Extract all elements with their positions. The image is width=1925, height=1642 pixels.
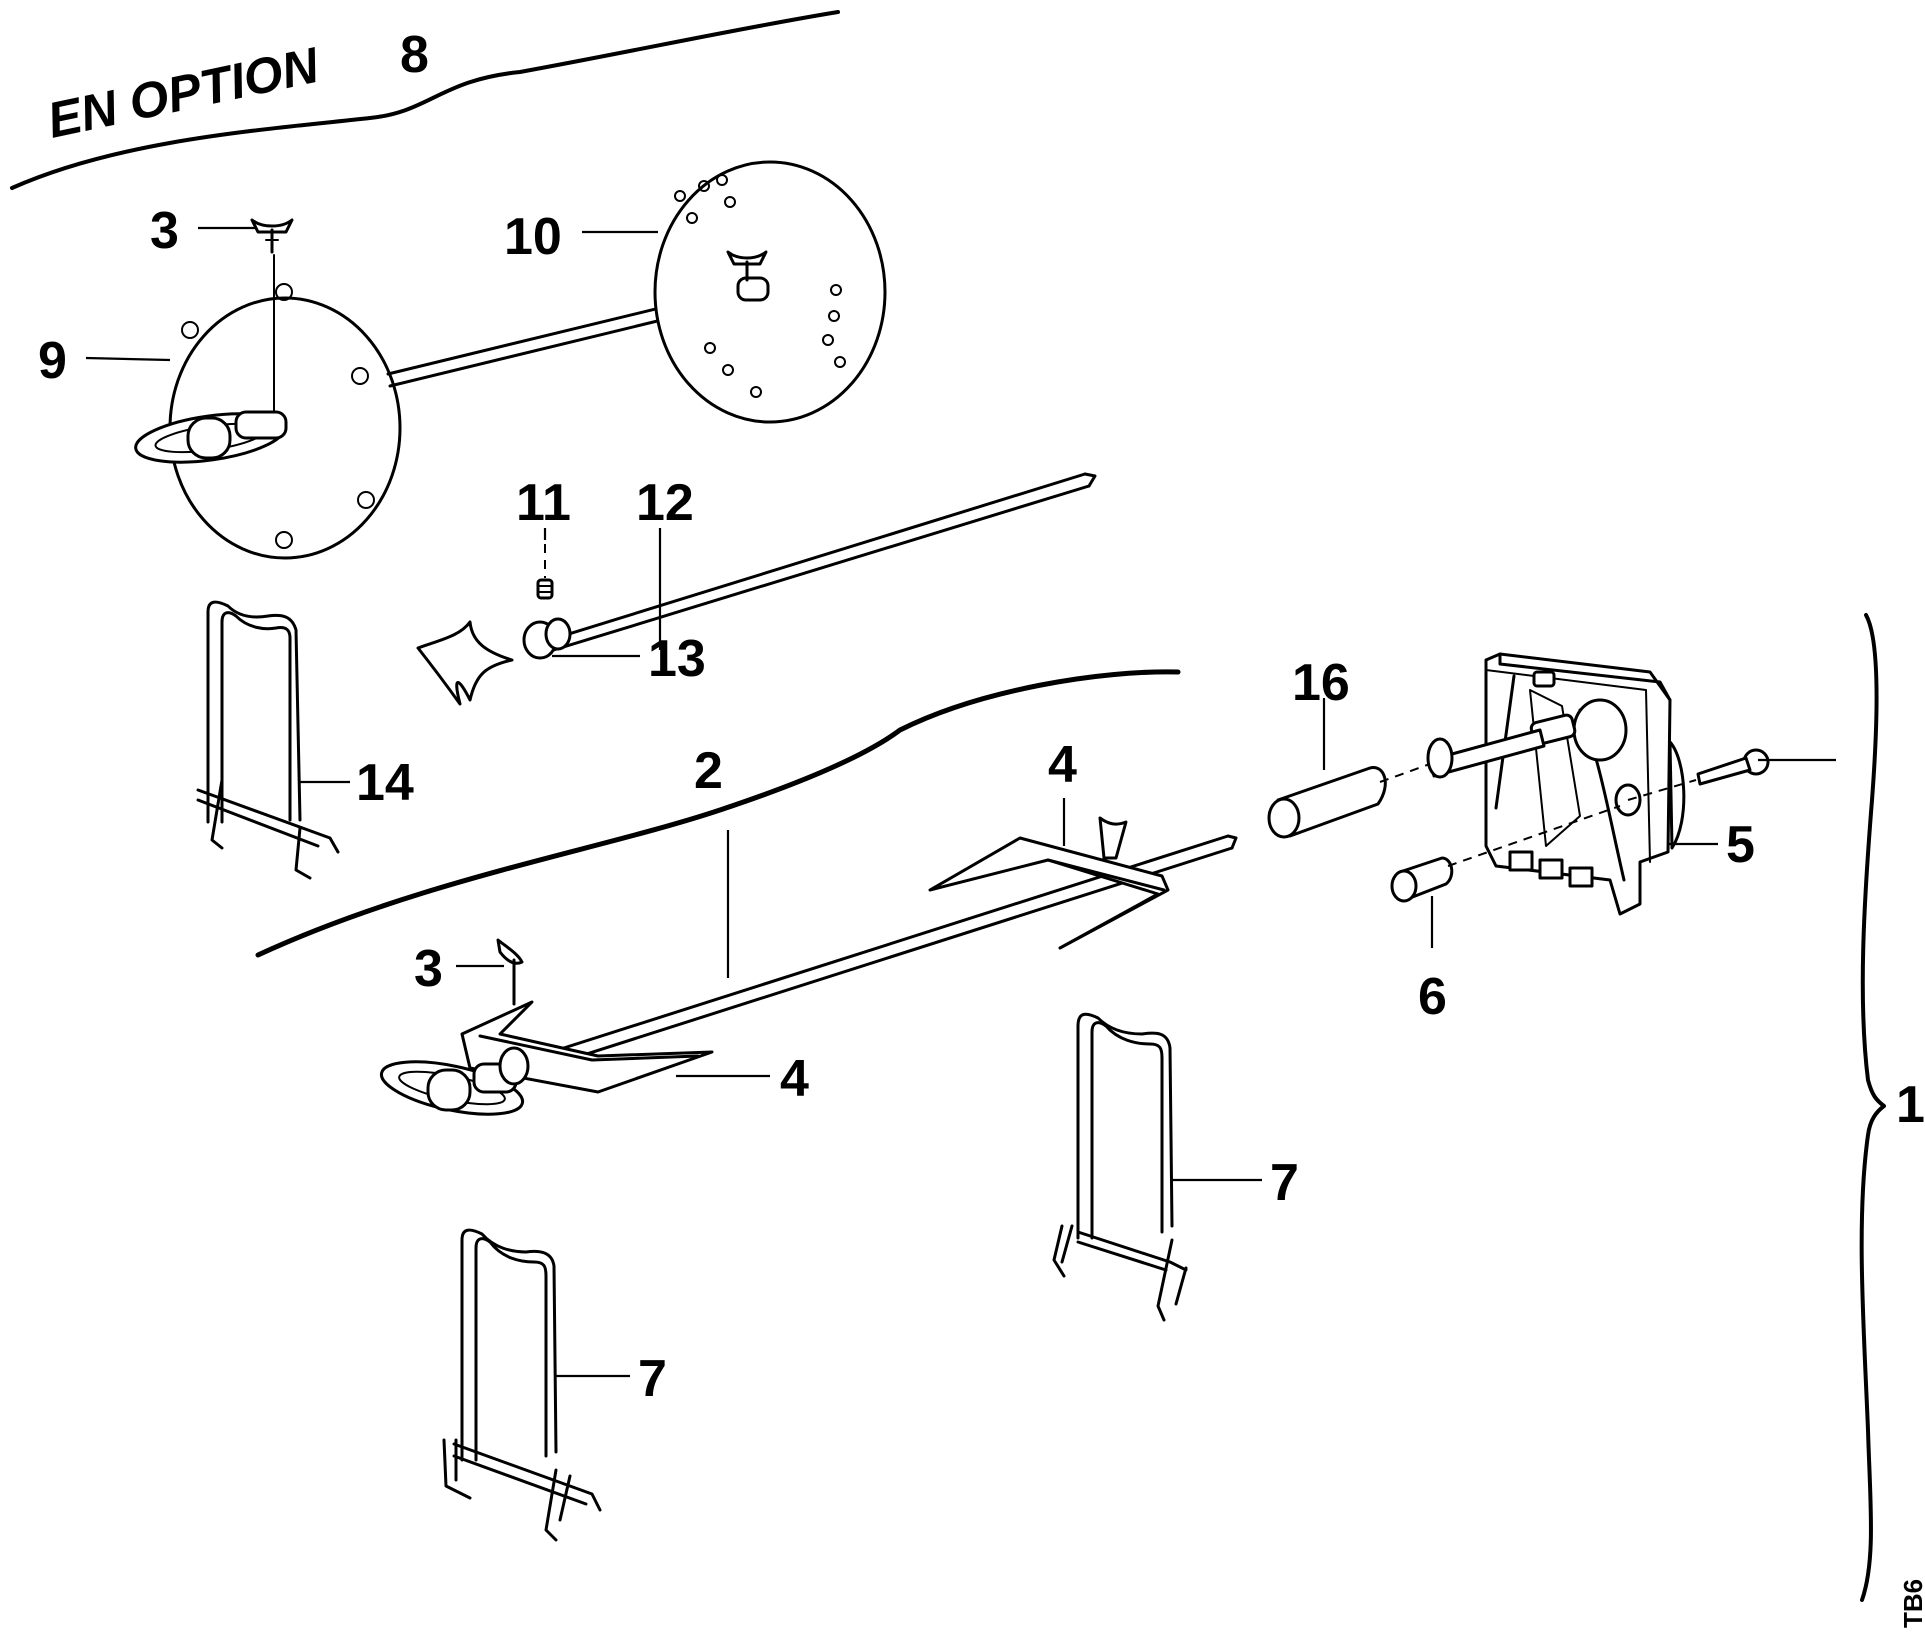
callout-3-front: 3 [414,940,443,998]
callout-7-center: 7 [1270,1154,1299,1212]
callout-5: 5 [1726,816,1755,874]
part-9-disc-with-handle [134,254,402,560]
part-10-perforated-disc [653,160,887,424]
part-3-wing-screw-front [496,938,524,1006]
option-section-curve [10,10,840,190]
callout-2: 2 [694,742,723,800]
reference-code: TB6 [1898,1579,1925,1628]
callout-12: 12 [636,474,694,532]
part-14-wire-support [196,600,340,880]
part-6-spacer [1390,805,1621,903]
callout-14: 14 [356,754,414,812]
spit-star-handle [416,620,514,706]
callout-8: 8 [400,26,429,84]
part-3-wing-screw-top [250,218,294,254]
callout-13: 13 [648,630,706,688]
part-13-collar [522,617,572,660]
callout-10: 10 [504,208,562,266]
part-3-wing-screw-disc10 [726,250,768,282]
option-label: EN OPTION [43,37,325,149]
part-5-motor-housing [1426,652,1686,916]
main-spit-handle [379,1046,530,1116]
part-16-sleeve [1267,766,1387,839]
assembly-brace [1859,613,1886,1602]
part-3-wing-nut-rear [1098,816,1128,860]
callout-7-left: 7 [638,1350,667,1408]
callout-9: 9 [38,332,67,390]
callout-1: 1 [1896,1076,1925,1134]
callout-11: 11 [516,474,571,532]
callout-3-top: 3 [150,202,179,260]
callout-16: 16 [1292,654,1350,712]
part-4-fork-rear [928,836,1170,950]
part-7-wire-support-center [1052,1012,1188,1322]
part-12-spit-rod [528,472,1097,658]
main-section-curve [255,669,1181,958]
callout-4-rear: 4 [1048,736,1077,794]
part-7-wire-support-left [442,1228,602,1542]
callout-4-front: 4 [780,1050,809,1108]
callout-6: 6 [1418,968,1447,1026]
part-screw-right [1627,748,1770,801]
leader-9 [85,356,171,362]
alignment-line-16 [1379,763,1431,783]
